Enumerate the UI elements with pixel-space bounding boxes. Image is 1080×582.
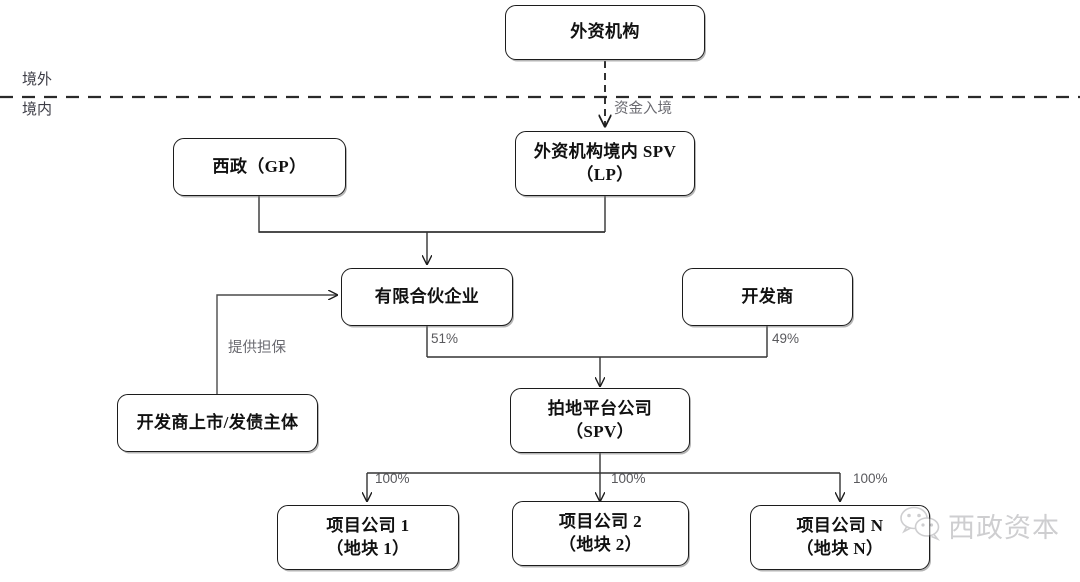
watermark-text: 西政资本 — [948, 513, 1060, 543]
node-land-bidding-platform[interactable]: 拍地平台公司 （SPV） — [510, 388, 690, 453]
node-developer[interactable]: 开发商 — [682, 268, 853, 326]
offshore-label: 境外 — [22, 72, 53, 88]
node-project-company-n-label-line1: 项目公司 N — [796, 516, 884, 536]
node-onshore-spv[interactable]: 外资机构境内 SPV （LP） — [515, 131, 695, 196]
edge-label-projectn-share: 100% — [853, 471, 888, 486]
node-developer-listed-entity-label: 开发商上市/发债主体 — [136, 412, 299, 432]
node-project-company-1-label-line1: 项目公司 1 — [326, 516, 410, 536]
node-project-company-2-label-line2: （地块 2） — [558, 534, 643, 554]
node-project-company-1[interactable]: 项目公司 1 （地块 1） — [277, 505, 459, 570]
edge-label-lp-share: 51% — [431, 331, 459, 346]
watermark: 西政资本 — [898, 505, 1060, 546]
node-land-bidding-platform-label-line2: （SPV） — [565, 421, 635, 441]
node-foreign-institution-label: 外资机构 — [570, 22, 640, 42]
node-developer-label: 开发商 — [741, 286, 794, 306]
onshore-label: 境内 — [22, 102, 53, 118]
node-xizheng-gp[interactable]: 西政（GP） — [173, 138, 346, 196]
edge-label-project1-share: 100% — [375, 471, 410, 486]
node-project-company-1-label-line2: （地块 1） — [326, 538, 410, 558]
node-project-company-2[interactable]: 项目公司 2 （地块 2） — [512, 501, 689, 566]
node-foreign-institution[interactable]: 外资机构 — [505, 5, 705, 60]
edge-label-developer-share: 49% — [772, 331, 800, 346]
edge-label-project2-share: 100% — [611, 471, 646, 486]
node-developer-listed-entity[interactable]: 开发商上市/发债主体 — [117, 394, 318, 452]
node-limited-partnership[interactable]: 有限合伙企业 — [341, 268, 513, 326]
node-land-bidding-platform-label-line1: 拍地平台公司 — [547, 399, 653, 419]
node-project-company-n-label-line2: （地块 N） — [796, 538, 884, 558]
node-project-company-n[interactable]: 项目公司 N （地块 N） — [750, 505, 930, 570]
node-xizheng-gp-label: 西政（GP） — [212, 156, 307, 176]
wechat-icon — [898, 505, 942, 546]
node-limited-partnership-label: 有限合伙企业 — [374, 286, 480, 306]
node-project-company-2-label-line1: 项目公司 2 — [558, 512, 643, 532]
node-onshore-spv-label-line2: （LP） — [576, 164, 634, 184]
edge-gp-to-partnership — [258, 196, 605, 233]
edge-label-provide-guarantee: 提供担保 — [228, 340, 286, 356]
edge-label-funds-inbound: 资金入境 — [614, 101, 672, 117]
node-onshore-spv-label-line1: 外资机构境内 SPV — [533, 142, 677, 162]
